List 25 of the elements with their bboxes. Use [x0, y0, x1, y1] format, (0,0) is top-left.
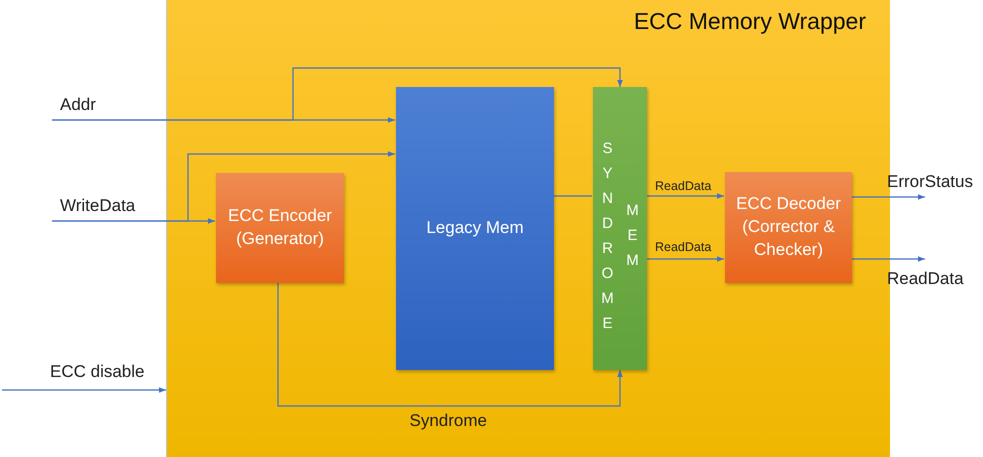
signal-label: WriteData: [52, 195, 152, 221]
process-box: [725, 172, 852, 283]
wrapper-title: ECC Memory Wrapper: [634, 8, 866, 35]
arrow: [646, 256, 724, 262]
box-label: Legacy Mem: [426, 217, 524, 240]
arrow: [2, 387, 166, 393]
memory-block: [396, 87, 554, 370]
memory-block: [593, 87, 647, 370]
edge-label: Syndrome: [410, 411, 487, 431]
arrow: [52, 67, 623, 121]
box-label: ECC Decoder (Corrector & Checker): [735, 193, 842, 261]
edge-label: ReadData: [655, 240, 712, 254]
signal-label: ECC disable: [50, 362, 144, 382]
arrow: [277, 283, 623, 407]
arrow: [52, 151, 395, 222]
wrapper-box: [166, 0, 890, 457]
arrow: [851, 256, 925, 262]
vertical-text: MEM: [625, 201, 640, 271]
edge-label: ReadData: [655, 179, 712, 193]
signal-label: Addr: [52, 94, 112, 120]
process-box: [216, 173, 344, 283]
arrow: [646, 193, 724, 199]
arrow: [851, 194, 925, 200]
vertical-text: SYNDROME: [600, 139, 615, 334]
box-label: ECC Encoder (Generator): [227, 205, 333, 250]
